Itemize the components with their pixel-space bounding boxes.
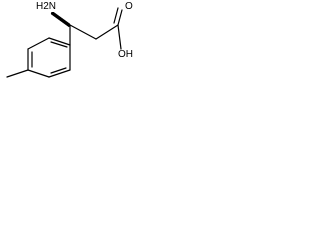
hydroxyl-label: OH bbox=[117, 49, 134, 60]
wedge-bond bbox=[50, 10, 71, 28]
structure-diagram: H2N OH O bbox=[0, 0, 137, 78]
structure-bonds bbox=[6, 7, 123, 78]
bond-methyl bbox=[6, 69, 29, 78]
ring-bond-2 bbox=[27, 37, 50, 50]
ring-bond-5 bbox=[48, 69, 71, 78]
ring-bond-1 bbox=[48, 37, 71, 46]
bond-c1-oh bbox=[117, 24, 122, 50]
bond-c1-o-double-b bbox=[113, 7, 119, 24]
ring-double-3 bbox=[50, 67, 67, 74]
carbonyl-oxygen-label: O bbox=[124, 1, 134, 12]
bond-c3-c2 bbox=[69, 24, 97, 40]
ring-double-1 bbox=[50, 41, 68, 48]
amine-label: H2N bbox=[35, 1, 58, 12]
bond-c2-c1 bbox=[95, 24, 119, 40]
ring-bond-4 bbox=[27, 69, 50, 78]
bond-c1-o-double-a bbox=[117, 9, 123, 26]
